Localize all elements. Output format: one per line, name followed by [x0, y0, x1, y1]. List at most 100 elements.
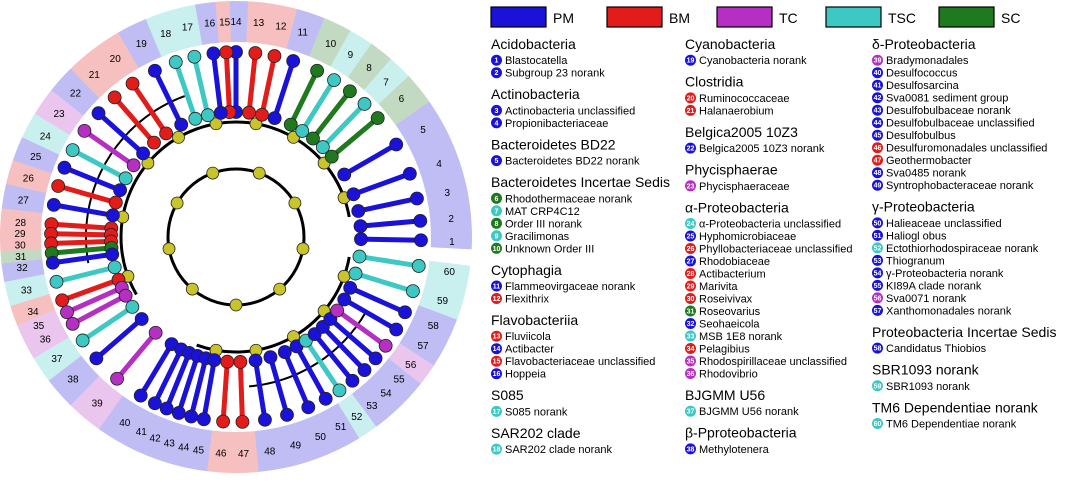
legend-swatch — [938, 6, 995, 28]
taxon-label: Seohaeicola — [699, 319, 760, 331]
tip-branch-15 — [223, 49, 232, 115]
taxon-badge — [872, 79, 883, 91]
branch-node-17 — [200, 108, 215, 123]
taxon-label: Rhodovibrio — [699, 369, 758, 381]
branch-node-12 — [255, 107, 269, 122]
clade-number-15: 15 — [219, 17, 231, 28]
clade-number-35: 35 — [33, 321, 45, 332]
branch-node-58 — [343, 280, 358, 295]
tip-branch-53 — [312, 331, 355, 384]
internal-node — [252, 166, 266, 180]
taxon-badge — [491, 343, 502, 355]
tip-branch-37 — [80, 304, 135, 343]
taxon-label: TM6 Dependentiae norank — [886, 419, 1017, 431]
taxon-number: 27 — [687, 259, 695, 266]
tip-node-4 — [402, 166, 417, 181]
tip-branch-18 — [173, 59, 198, 122]
taxon-number: 15 — [493, 359, 501, 366]
taxon-number: 12 — [493, 296, 501, 303]
legend-swatch — [825, 6, 882, 28]
taxon-badge — [872, 92, 883, 104]
group-title: β-Pproteobacteria — [685, 425, 797, 441]
tip-node-46 — [216, 414, 230, 429]
taxon-badge — [685, 355, 696, 367]
branch-node-37 — [125, 299, 140, 314]
tip-branch-29 — [48, 231, 114, 238]
tip-branch-17 — [191, 54, 211, 118]
branch-node-7 — [315, 140, 330, 154]
clade-number-27: 27 — [18, 195, 30, 206]
clade-number-49: 49 — [290, 441, 302, 452]
taxon-number: 16 — [493, 371, 501, 378]
taxon-badge — [491, 192, 502, 204]
clade-band-34 — [10, 294, 56, 326]
taxon-badge — [872, 380, 883, 392]
tip-node-41 — [148, 396, 162, 411]
branch-node-3 — [351, 204, 366, 218]
taxon-badge — [872, 292, 883, 304]
taxon-number: 10 — [493, 246, 501, 253]
clade-number-22: 22 — [70, 88, 82, 99]
tip-branch-51 — [294, 343, 329, 402]
taxon-badge — [491, 104, 502, 116]
tip-branch-44 — [188, 355, 209, 420]
taxon-number: 11 — [493, 284, 501, 291]
clade-band-52 — [337, 393, 377, 439]
taxon-badge — [685, 180, 696, 192]
taxon-badge — [685, 218, 696, 229]
tip-branch-25 — [61, 165, 123, 193]
taxon-badge — [491, 355, 502, 367]
clade-band-2 — [428, 202, 472, 231]
clade-number-32: 32 — [17, 263, 29, 274]
clade-band-43 — [155, 420, 183, 464]
group-title: Cytophagia — [491, 262, 562, 278]
taxon-number: 29 — [687, 284, 695, 291]
taxon-badge — [491, 443, 502, 455]
group-title: SAR202 clade — [491, 425, 581, 441]
tip-node-49 — [280, 407, 294, 422]
taxon-badge — [872, 179, 883, 191]
tip-node-23 — [77, 123, 92, 138]
clade-band-23 — [34, 90, 84, 136]
tip-branch-42 — [164, 350, 192, 412]
taxon-badge — [872, 418, 883, 429]
taxon-label: Haliogl obus — [886, 230, 947, 242]
tip-node-40 — [133, 388, 148, 403]
taxon-label: Bradymonadales — [886, 55, 969, 67]
taxon-label: Actibacterium — [699, 269, 766, 281]
clade-number-4: 4 — [436, 159, 442, 170]
branch-node-6 — [324, 149, 339, 164]
clade-band-31 — [0, 248, 43, 264]
taxon-label: Belgica2005 10Z3 norank — [699, 143, 825, 155]
taxon-number: 56 — [874, 295, 882, 302]
group-title: Actinobacteria — [491, 86, 580, 102]
taxon-number: 2 — [495, 70, 499, 77]
taxon-badge — [685, 54, 696, 66]
legend-swatch — [490, 6, 547, 28]
clade-number-48: 48 — [264, 446, 276, 457]
taxon-label: SBR1093 norank — [886, 381, 970, 393]
group-title: BJGMM U56 — [685, 387, 765, 403]
taxon-number: 49 — [874, 183, 882, 190]
taxon-number: 19 — [687, 58, 695, 65]
taxon-label: α-Proteobacteria unclassified — [699, 219, 841, 231]
tip-branch-39 — [114, 330, 159, 382]
